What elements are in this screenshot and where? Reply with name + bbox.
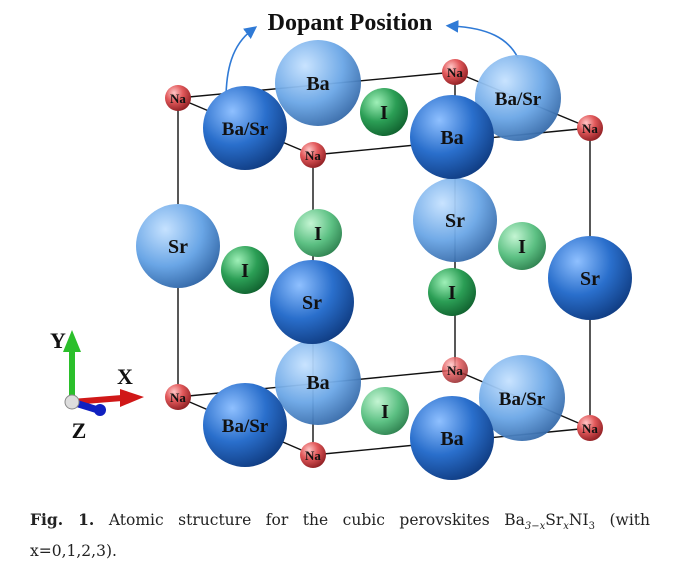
na-atom-top-right xyxy=(577,115,603,141)
i-label: I xyxy=(381,401,389,423)
crystal-structure-diagram: Dopant Position Ba Ba/Sr Sr Ba Ba/Sr I I… xyxy=(50,10,632,480)
ba-atom-back-top xyxy=(275,40,361,126)
ba-atom-back-bottom xyxy=(275,339,361,425)
y-axis-label: Y xyxy=(50,328,66,353)
caption-text: Atomic structure for the cubic perovskit… xyxy=(108,511,490,529)
i-atom-right xyxy=(498,222,546,270)
na-label: Na xyxy=(170,390,186,405)
i-atom-center xyxy=(294,209,342,257)
na-label: Na xyxy=(447,363,463,378)
ba-sr-label: Ba/Sr xyxy=(495,89,542,110)
z-axis-label: Z xyxy=(72,418,87,443)
na-label: Na xyxy=(582,121,598,136)
i-atom-bottom xyxy=(361,387,409,435)
ba-sr-label: Ba/Sr xyxy=(499,389,546,410)
ba-label: Ba xyxy=(440,428,463,450)
i-label: I xyxy=(314,223,322,245)
sr-label: Sr xyxy=(445,210,465,232)
na-atom-bottom-front xyxy=(300,442,326,468)
ba-sr-atom-front-bottom-left xyxy=(203,383,287,467)
sr-atom-back-center xyxy=(413,178,497,262)
ba-atom-front-top xyxy=(410,95,494,179)
ba-sr-atom-back-bottom-right xyxy=(479,355,565,441)
z-axis-tip xyxy=(94,404,106,416)
caption-formula: Ba3−xSrxNI3 xyxy=(504,511,595,533)
ba-atom-front-bottom xyxy=(410,396,494,480)
ba-sr-label: Ba/Sr xyxy=(222,416,269,437)
sr-atom-right xyxy=(548,236,632,320)
caption-text-end: (with x=0,1,2,3). xyxy=(30,511,650,561)
i-label: I xyxy=(241,260,249,282)
sr-label: Sr xyxy=(302,292,322,314)
sr-atom-left xyxy=(136,204,220,288)
x-axis-label: X xyxy=(117,364,133,389)
i-label: I xyxy=(518,236,526,258)
na-atom-bottom-left xyxy=(165,384,191,410)
na-label: Na xyxy=(305,448,321,463)
dopant-arrow-right xyxy=(445,19,519,59)
y-axis-arrowhead xyxy=(63,330,81,352)
na-atom-bottom-right xyxy=(577,415,603,441)
axes-triad: Y X Z xyxy=(50,328,144,443)
figure-label: Fig. 1. xyxy=(30,510,95,529)
na-label: Na xyxy=(447,65,463,80)
x-axis-arrowhead xyxy=(120,389,144,407)
sr-atom-front-center xyxy=(270,260,354,344)
sr-label: Sr xyxy=(168,236,188,258)
na-label: Na xyxy=(582,421,598,436)
figure-caption: Fig. 1. Atomic structure for the cubic p… xyxy=(30,508,650,563)
ba-sr-atom-back-right xyxy=(475,55,561,141)
na-atom-top-left xyxy=(165,85,191,111)
ba-label: Ba xyxy=(306,73,329,95)
na-atom-bottom-back xyxy=(442,357,468,383)
axes-origin xyxy=(64,394,80,410)
sr-label: Sr xyxy=(580,268,600,290)
na-label: Na xyxy=(305,148,321,163)
na-atom-top-front xyxy=(300,142,326,168)
diagram-title: Dopant Position xyxy=(268,10,433,36)
na-label: Na xyxy=(170,91,186,106)
i-atom-left xyxy=(221,246,269,294)
ba-label: Ba xyxy=(306,372,329,394)
ba-sr-label: Ba/Sr xyxy=(222,119,269,140)
i-atom-top xyxy=(360,88,408,136)
i-label: I xyxy=(448,282,456,304)
ba-label: Ba xyxy=(440,127,463,149)
ba-sr-atom-front-top-left xyxy=(203,86,287,170)
na-atom-top-back xyxy=(442,59,468,85)
i-label: I xyxy=(380,102,388,124)
i-atom-center-lower xyxy=(428,268,476,316)
